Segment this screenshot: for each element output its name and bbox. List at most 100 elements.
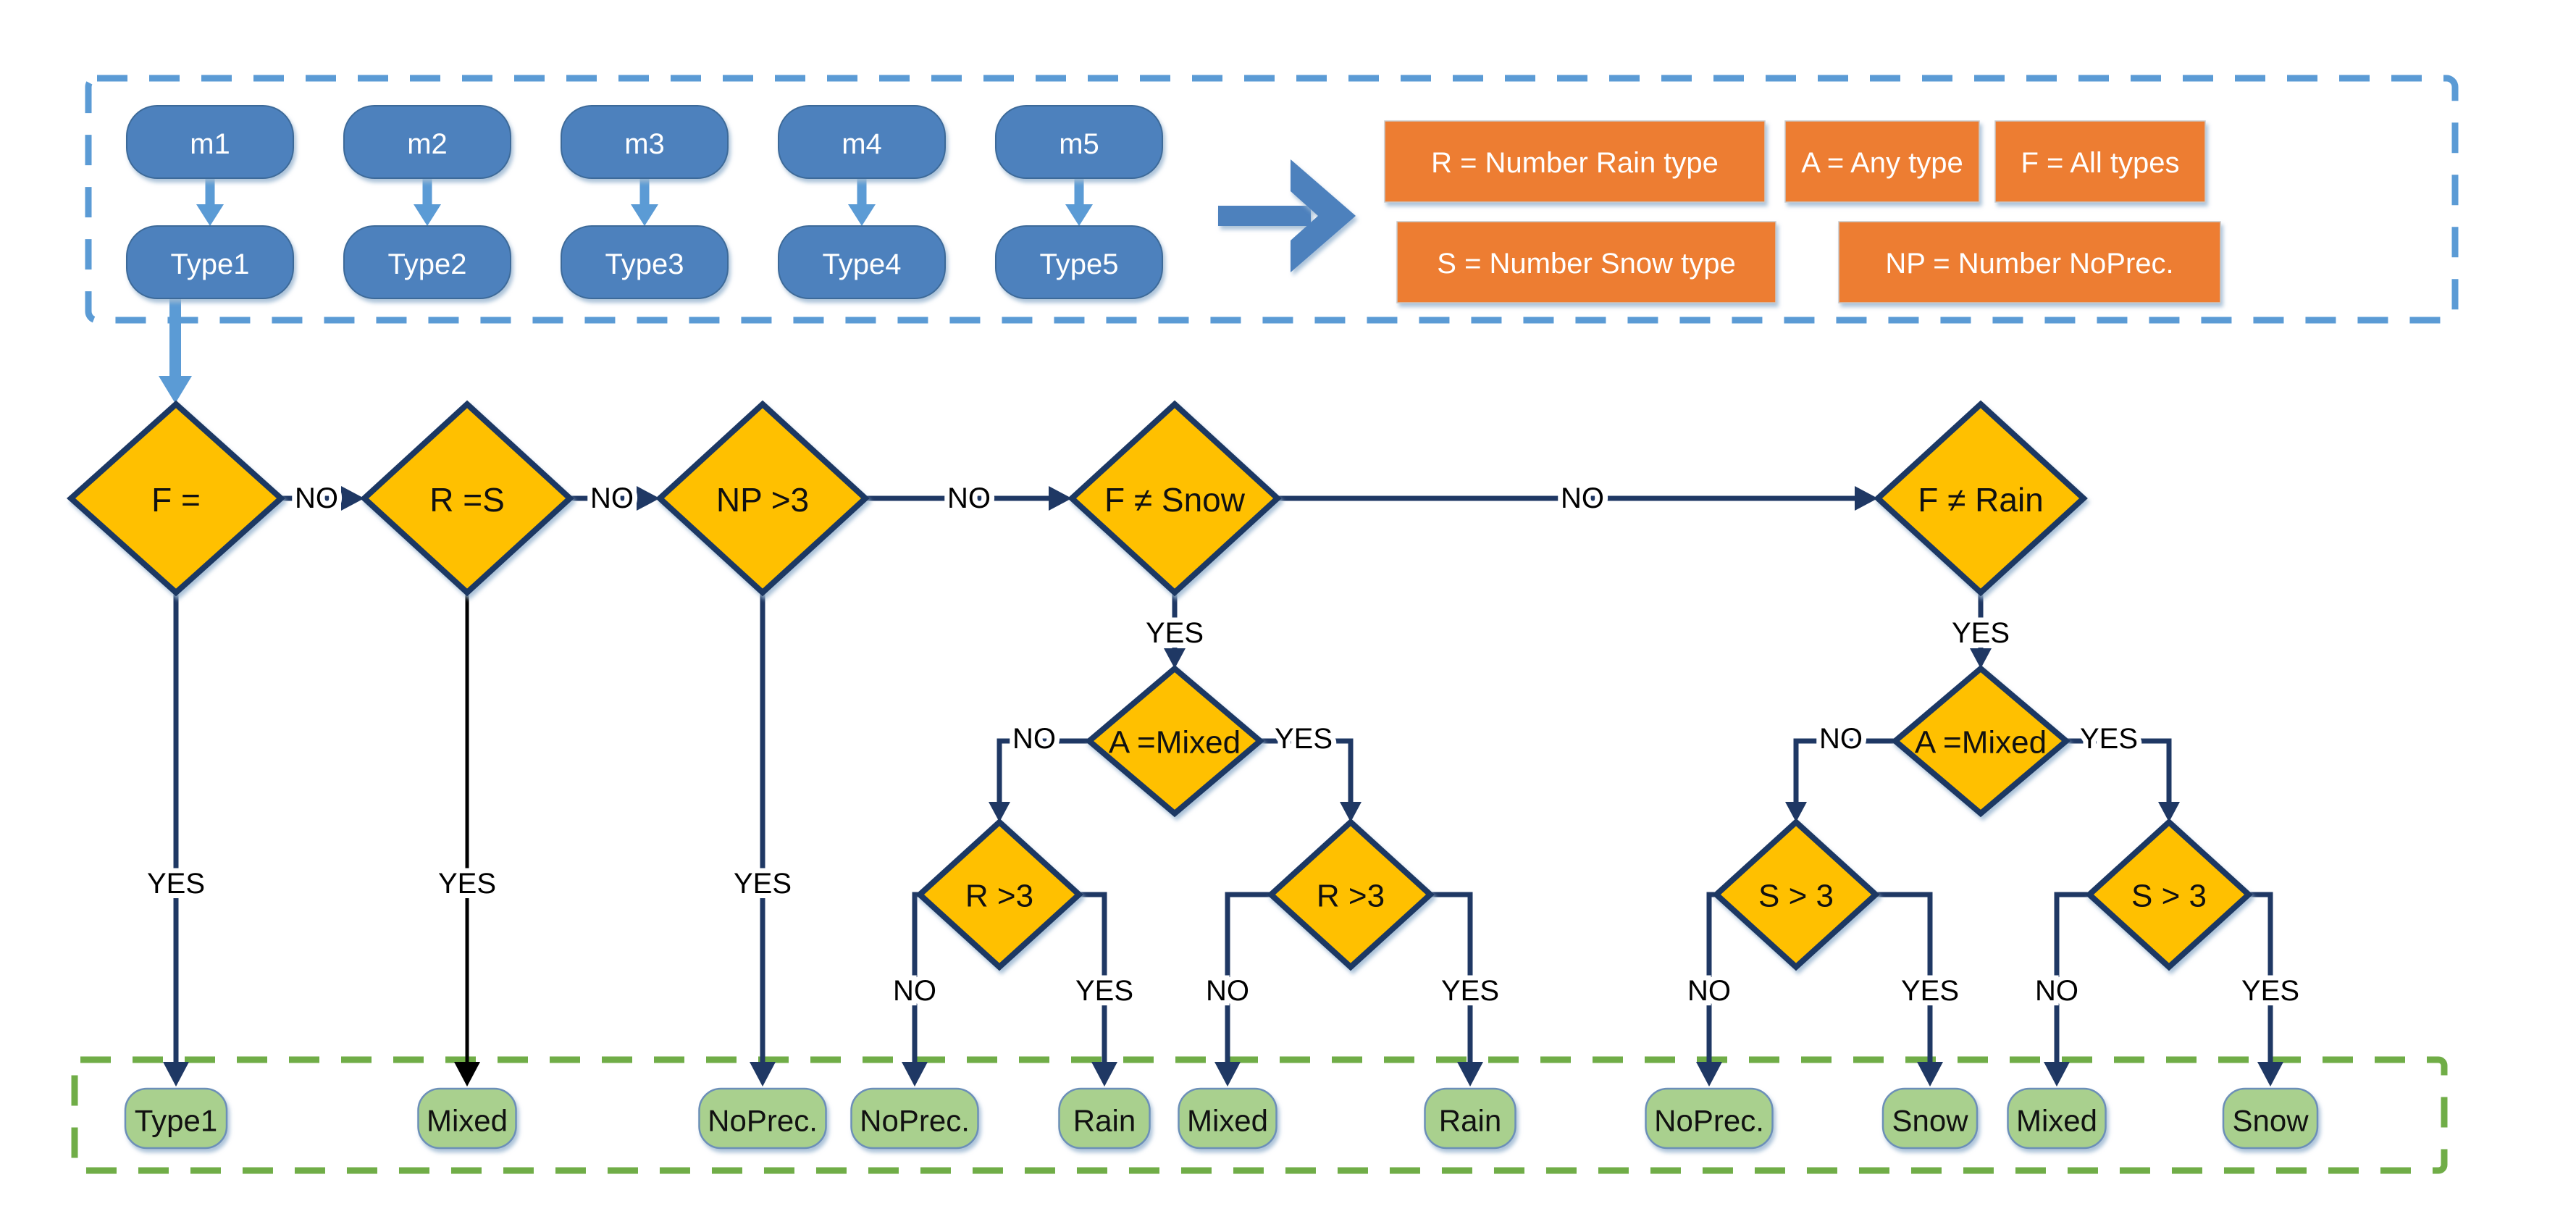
edge-label-yes-a-mixed-right-yes: YES (2080, 723, 2138, 755)
legend-label-1: A = Any type (1801, 147, 1963, 179)
terminal-type1-0 (124, 1087, 228, 1150)
edge-label-yes-f-not-rain-yes: YES (1952, 617, 2010, 649)
edge-label-no-a-mixed-left-no: NO (1012, 723, 1056, 755)
decision-a-mixed-left (1084, 664, 1265, 818)
arrowhead-r-gt3-right-yes (1457, 1062, 1483, 1087)
decision-s-gt-3-left-label: S > 3 (1758, 879, 1834, 914)
terminal-label-6: Rain (1439, 1104, 1501, 1138)
legend-box-2 (1994, 120, 2206, 203)
decision-a-mixed-right (1890, 664, 2071, 818)
arrowhead-f-equal-no (341, 486, 364, 511)
decision-s-gt-3-left (1712, 818, 1880, 971)
arrowhead-s-gt3-right-no (2044, 1062, 2070, 1087)
decision-np-gt-3 (655, 400, 870, 597)
terminal-label-9: Mixed (2016, 1104, 2097, 1138)
decision-f-not-rain-label: F ≠ Rain (1918, 481, 2044, 519)
decision-s-gt-3-right-label: S > 3 (2131, 879, 2207, 914)
arrowhead-m1-to-type1 (196, 204, 224, 226)
decision-a-mixed-right-label: A =Mixed (1915, 725, 2047, 761)
arrowhead-f-equal-yes (163, 1062, 189, 1087)
legend-box-0 (1384, 120, 1766, 203)
decision-r-gt-3-left (915, 818, 1083, 971)
terminal-snow-8 (1881, 1087, 1979, 1150)
decision-r-gt-3-right-label: R >3 (1317, 879, 1385, 914)
outcomes-dashed-box (71, 1056, 2448, 1174)
arrowhead-f-not-rain-yes (1970, 648, 1992, 669)
edge-label-yes-r-gt3-right-yes: YES (1441, 975, 1499, 1007)
edge-label-no-f-not-snow-no: NO (1561, 482, 1604, 514)
edge-label-yes-s-gt3-left-yes: YES (1901, 975, 1959, 1007)
terminal-label-4: Rain (1073, 1104, 1136, 1138)
terminal-mixed-9 (2007, 1087, 2107, 1150)
arrowhead-np-gt3-yes (750, 1062, 776, 1087)
model-node-label-m5: m5 (1059, 128, 1099, 160)
arrowhead-f-not-snow-no (1855, 486, 1878, 511)
terminal-label-8: Snow (1892, 1104, 1968, 1138)
edge-a-mixed-left-no (997, 738, 1089, 802)
terminal-mixed-5 (1178, 1087, 1277, 1150)
type-node-Type1 (126, 225, 294, 299)
terminal-label-3: NoPrec. (860, 1104, 970, 1138)
edge-label-no-np-gt3-no: NO (947, 482, 991, 514)
arrowhead-r-gt3-right-no (1214, 1062, 1241, 1087)
model-node-m1 (126, 105, 294, 179)
model-node-m5 (995, 105, 1163, 179)
decision-a-mixed-left-label: A =Mixed (1109, 725, 1241, 761)
terminal-rain-4 (1058, 1087, 1151, 1150)
edge-label-no-f-equal-no: NO (295, 482, 338, 514)
arrowhead-a-mixed-right-no (1785, 802, 1807, 822)
arrowhead-np-gt3-no (1049, 486, 1072, 511)
legend-label-0: R = Number Rain type (1431, 147, 1719, 179)
decision-f-all-equal (67, 400, 285, 597)
model-node-label-m2: m2 (407, 128, 448, 160)
terminal-noprec-2 (698, 1087, 827, 1150)
arrowhead-a-mixed-right-yes (2158, 802, 2180, 822)
terminal-label-10: Snow (2232, 1104, 2309, 1138)
edge-r-gt3-right-yes (1430, 892, 1473, 1062)
legend-label-3: S = Number Snow type (1437, 248, 1735, 280)
edge-label-no-a-mixed-right-no: NO (1819, 723, 1863, 755)
decision-r-equals-s (360, 400, 574, 597)
model-node-m3 (561, 105, 729, 179)
edge-label-yes-r-gt3-left-yes: YES (1075, 975, 1133, 1007)
arrowhead-s-gt3-left-yes (1917, 1062, 1943, 1087)
arrowhead-m2-to-type2 (414, 204, 441, 226)
edge-s-gt3-right-no (2054, 892, 2089, 1062)
terminal-snow-10 (2222, 1087, 2319, 1150)
legend-box-4 (1838, 221, 2221, 304)
legend-box-3 (1396, 221, 1776, 304)
edge-label-no-r-gt3-left-no: NO (893, 975, 936, 1007)
decision-f-all-equal-label: F = (151, 481, 201, 519)
arrowhead-m3-to-type3 (631, 204, 658, 226)
terminal-label-0: Type1 (135, 1104, 217, 1138)
edge-label-no-r-equals-s-no: NO (590, 482, 634, 514)
legend-box-1 (1784, 120, 1980, 203)
edge-a-mixed-right-no (1793, 738, 1895, 802)
legend-arrow-shaft (1218, 206, 1311, 226)
terminal-label-2: NoPrec. (708, 1104, 818, 1138)
terminal-label-1: Mixed (427, 1104, 508, 1138)
arrowhead-type1-to-f-equal (159, 376, 192, 403)
type-node-label-Type1: Type1 (171, 248, 250, 280)
arrowhead-a-mixed-left-yes (1340, 802, 1362, 822)
arrowhead-r-equals-s-no (637, 486, 660, 511)
model-node-m4 (778, 105, 946, 179)
legend-label-2: F = All types (2021, 147, 2180, 179)
arrowhead-a-mixed-left-no (989, 802, 1010, 822)
models-dashed-box (85, 75, 2459, 324)
edge-label-yes-np-gt3-yes: YES (734, 868, 792, 900)
type-node-label-Type3: Type3 (605, 248, 684, 280)
arrowhead-r-equals-s-yes (454, 1062, 480, 1087)
edge-label-yes-s-gt3-right-yes: YES (2241, 975, 2299, 1007)
decision-s-gt-3-right (2085, 818, 2253, 971)
model-node-m2 (343, 105, 511, 179)
terminal-rain-6 (1424, 1087, 1516, 1150)
edge-label-yes-r-equals-s-yes: YES (438, 868, 496, 900)
decision-f-not-rain (1874, 400, 2088, 597)
edge-label-yes-f-equal-yes: YES (147, 868, 205, 900)
edge-s-gt3-left-yes (1876, 892, 1933, 1062)
terminal-label-7: NoPrec. (1654, 1104, 1764, 1138)
terminal-noprec-3 (850, 1087, 979, 1150)
